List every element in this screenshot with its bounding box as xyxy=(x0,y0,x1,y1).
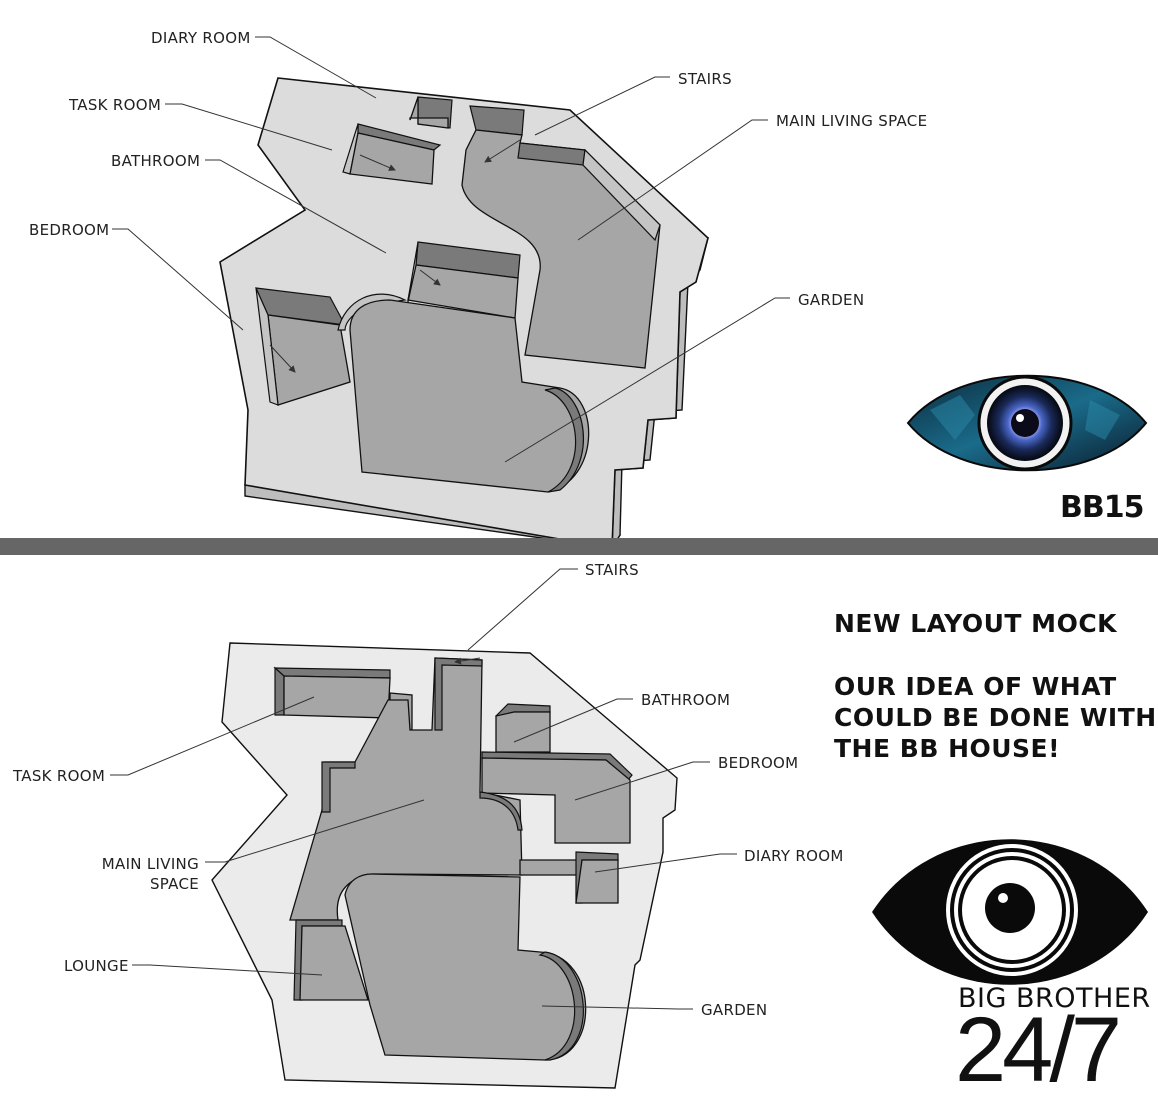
top-garden-curve xyxy=(337,293,407,331)
top-label-main-living-space: MAIN LIVING SPACE xyxy=(776,112,927,130)
bottom-main-curve-edge xyxy=(479,791,523,831)
bottom-bedroom-floor xyxy=(481,757,631,844)
bottom-label-bathroom: BATHROOM xyxy=(641,691,730,709)
top-main-living-leader xyxy=(577,119,768,241)
bottom-diary-leader xyxy=(594,853,737,873)
bottom-stairs-wall xyxy=(434,657,483,731)
bottom-label-lounge: LOUNGE xyxy=(64,957,129,975)
bottom-stairs-leader xyxy=(467,568,578,651)
heading-line-2: OUR IDEA OF WHAT xyxy=(834,672,1117,701)
bottom-stairs-arrow xyxy=(454,657,481,665)
big-brother-24-7-text: 24/7 xyxy=(955,999,1122,1101)
bottom-label-stairs: STAIRS xyxy=(585,561,639,579)
top-garden-leader xyxy=(504,297,790,463)
bottom-main-living-leader xyxy=(205,799,425,863)
top-diary-leader xyxy=(255,36,377,99)
bottom-label-diary-room: DIARY ROOM xyxy=(744,847,844,865)
top-task-leader xyxy=(165,103,333,151)
top-bedroom-arrow xyxy=(269,344,296,373)
heading-line-4: THE BB HOUSE! xyxy=(834,734,1061,763)
bottom-label-main-living-line1: MAIN LIVING xyxy=(102,855,199,873)
bottom-bedroom-leader xyxy=(574,761,710,801)
top-task-room-floor xyxy=(349,132,435,185)
bottom-main-living-floor xyxy=(289,657,523,921)
big-brother-logo-text: BIG BROTHER xyxy=(958,983,1151,1014)
top-task-arrow xyxy=(359,154,396,171)
bottom-label-bedroom: BEDROOM xyxy=(718,754,798,772)
bottom-label-task-room: TASK ROOM xyxy=(12,767,105,785)
bottom-task-room-wall-left xyxy=(274,666,285,716)
heading-line-1: NEW LAYOUT MOCK xyxy=(834,609,1118,638)
bottom-diary-room-floor xyxy=(575,859,619,904)
top-bathroom-leader xyxy=(205,159,387,254)
top-bathroom-wall-left xyxy=(407,241,419,303)
bb15-logo-text: BB15 xyxy=(1060,490,1144,525)
top-floor-plan: DIARY ROOM TASK ROOM BATHROOM BEDROOM ST… xyxy=(29,29,927,551)
bottom-main-living-wall-left xyxy=(321,761,356,813)
bottom-floor-plan: STAIRS BATHROOM BEDROOM DIARY ROOM TASK … xyxy=(12,561,844,1089)
top-stairs-leader xyxy=(534,76,670,136)
bb15-eye-logo xyxy=(906,374,1148,472)
bottom-task-leader xyxy=(110,696,315,776)
top-label-stairs: STAIRS xyxy=(678,70,732,88)
bottom-diary-corridor xyxy=(519,859,579,876)
top-label-garden: GARDEN xyxy=(798,291,864,309)
bottom-garden-leader xyxy=(541,1005,693,1010)
top-stairs-arrow xyxy=(484,139,521,163)
top-diary-room-floor xyxy=(409,96,449,129)
top-label-bedroom: BEDROOM xyxy=(29,221,109,239)
top-label-task-room: TASK ROOM xyxy=(68,96,161,114)
bottom-label-main-living-line2: SPACE xyxy=(150,875,199,893)
top-garden-curve-edge xyxy=(544,387,584,493)
top-label-diary-room: DIARY ROOM xyxy=(151,29,251,47)
top-label-bathroom: BATHROOM xyxy=(111,152,200,170)
bottom-bathroom-leader xyxy=(513,698,633,743)
bottom-garden-curve-edge xyxy=(538,951,584,1061)
bottom-lounge-leader xyxy=(132,964,323,976)
bottom-bathroom-floor xyxy=(495,711,551,753)
bottom-lounge-floor xyxy=(299,925,369,1001)
heading-line-3: COULD BE DONE WITH xyxy=(834,703,1157,732)
top-bedroom-wall-left xyxy=(255,287,279,406)
bottom-task-room-floor xyxy=(283,675,391,719)
big-brother-eye-logo xyxy=(872,839,1148,985)
top-bathroom-arrow xyxy=(419,269,441,286)
section-divider xyxy=(0,538,1158,555)
bottom-label-garden: GARDEN xyxy=(701,1001,767,1019)
top-main-living-wall-right xyxy=(582,148,661,242)
top-bedroom-leader xyxy=(112,228,244,331)
